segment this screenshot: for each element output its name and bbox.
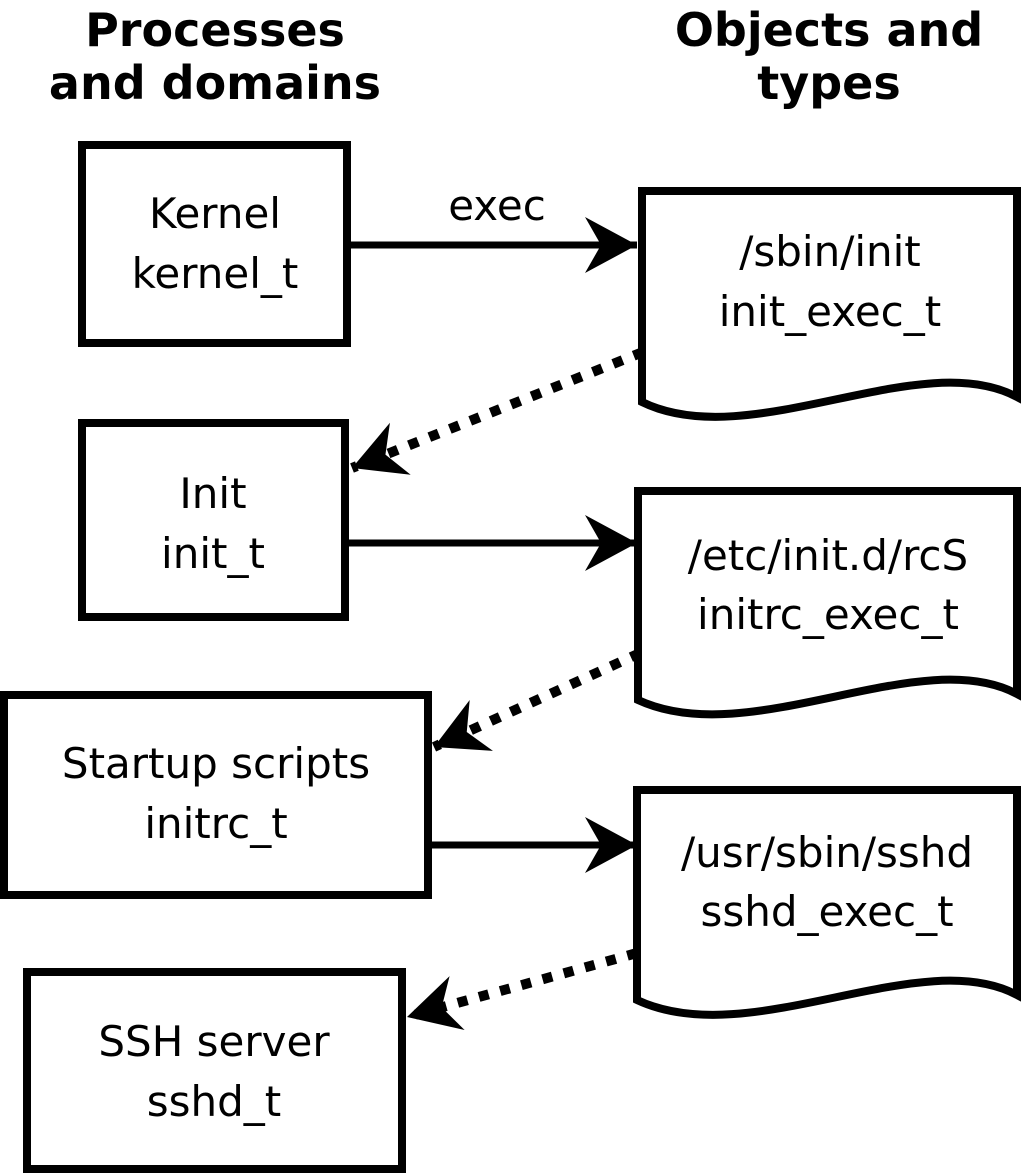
column-header-processes: Processes and domains — [49, 3, 381, 110]
process-box-init: Init init_t — [78, 419, 349, 621]
process-box-startup-scripts-rect — [0, 691, 432, 899]
transition-arrow-1 — [350, 347, 645, 475]
object-usr-sbin-sshd-type: sshd_exec_t — [700, 887, 953, 936]
process-startup-scripts-domain: initrc_t — [144, 799, 287, 848]
object-sbin-init-path: /sbin/init — [739, 227, 921, 276]
process-box-init-rect — [78, 419, 349, 621]
object-doc-usr-sbin-sshd: /usr/sbin/sshd sshd_exec_t — [633, 786, 1021, 1019]
object-usr-sbin-sshd-path: /usr/sbin/sshd — [681, 828, 973, 877]
header-objects-line1: Objects and — [675, 3, 983, 57]
process-ssh-server-label: SSH server — [98, 1017, 330, 1066]
object-doc-sbin-init: /sbin/init init_exec_t — [638, 187, 1021, 421]
exec-edge-kernel-to-init: exec — [349, 181, 637, 273]
process-startup-scripts-label: Startup scripts — [62, 739, 370, 788]
process-kernel-label: Kernel — [149, 189, 281, 238]
process-box-kernel-rect — [78, 141, 351, 347]
process-ssh-server-domain: sshd_t — [147, 1077, 282, 1126]
header-objects-line2: types — [757, 56, 900, 110]
transition-arrow-2 — [431, 648, 643, 752]
process-init-label: Init — [179, 469, 246, 518]
exec-arrow-label: exec — [448, 181, 546, 230]
object-sbin-init-type: init_exec_t — [719, 287, 942, 336]
document-shape-etc-initd-rcs — [634, 487, 1021, 719]
process-box-kernel: Kernel kernel_t — [78, 141, 351, 347]
object-doc-etc-initd-rcs: /etc/init.d/rcS initrc_exec_t — [634, 487, 1021, 719]
header-processes-line2: and domains — [49, 56, 381, 110]
column-header-objects: Objects and types — [675, 3, 983, 110]
object-etc-initd-rcs-path: /etc/init.d/rcS — [688, 531, 968, 580]
document-shape-usr-sbin-sshd — [633, 786, 1021, 1019]
process-box-ssh-server: SSH server sshd_t — [23, 968, 406, 1173]
process-init-domain: init_t — [161, 529, 265, 578]
document-shape-sbin-init — [638, 187, 1021, 421]
process-box-startup-scripts: Startup scripts initrc_t — [0, 691, 432, 899]
transition-arrow-3 — [405, 948, 639, 1031]
process-kernel-domain: kernel_t — [132, 249, 299, 298]
header-processes-line1: Processes — [85, 3, 345, 57]
object-etc-initd-rcs-type: initrc_exec_t — [697, 590, 959, 639]
process-box-ssh-server-rect — [23, 968, 406, 1173]
